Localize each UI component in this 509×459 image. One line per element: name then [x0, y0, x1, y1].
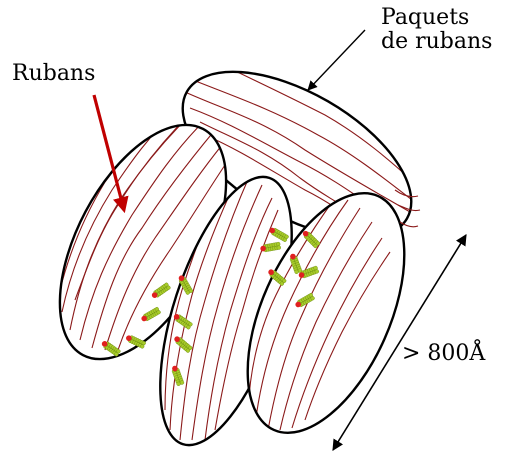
- bundles-label-line2: de rubans: [381, 30, 492, 54]
- bundles-label: Paquets de rubans: [381, 6, 492, 54]
- bundles-arrow: [308, 30, 365, 90]
- bundles-label-line1: Paquets: [381, 6, 492, 30]
- dimension-label: > 800Å: [402, 342, 485, 366]
- ribbons-label: Rubans: [12, 62, 95, 86]
